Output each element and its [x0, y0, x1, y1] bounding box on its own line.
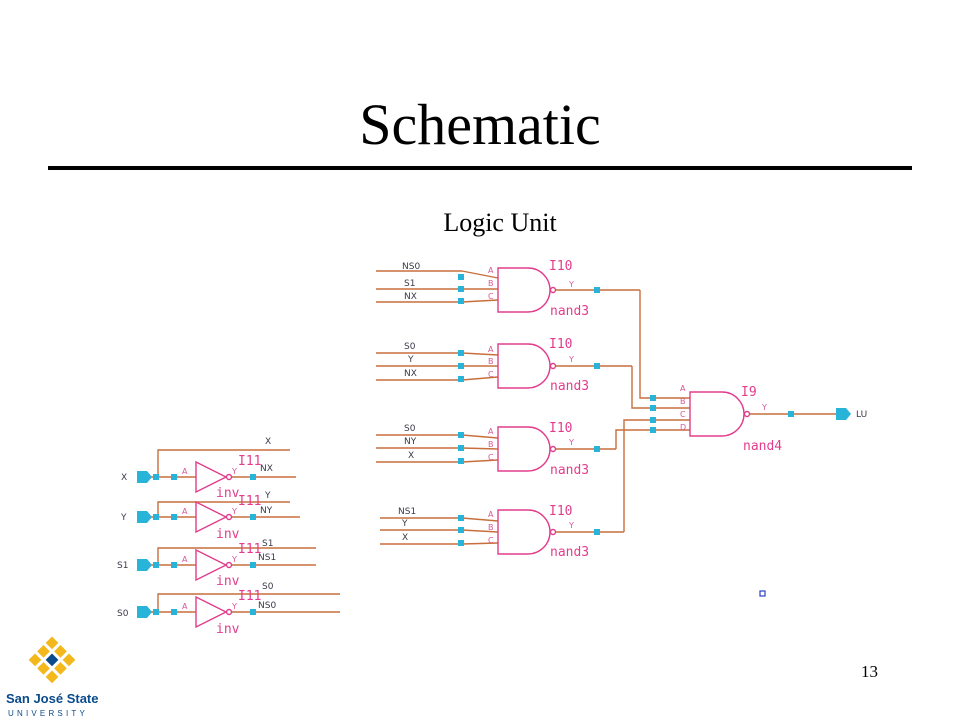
selection-marker [759, 590, 766, 597]
net-label: X [408, 451, 414, 461]
net-label: S1 [404, 279, 415, 289]
instance-label: I11 [238, 589, 261, 604]
title-divider [48, 166, 912, 170]
output-port-icon [836, 408, 851, 420]
pin-label: A [488, 266, 494, 275]
pin-label: A [488, 345, 494, 354]
output-net-label: LU [856, 410, 867, 420]
pin-label: D [680, 423, 686, 432]
net-label: NS0 [258, 601, 276, 611]
cell-label: nand4 [743, 439, 782, 454]
pin-label: A [182, 602, 188, 611]
logo-subtitle: UNIVERSITY [8, 709, 88, 718]
net-label: NY [260, 506, 273, 516]
net-label: NX [404, 292, 417, 302]
instance-label: I11 [238, 542, 261, 557]
cell-label: inv [216, 486, 240, 501]
pin-label: Y [761, 403, 767, 412]
cell-label: nand3 [550, 304, 589, 319]
input-port-label: S0 [117, 609, 129, 619]
cell-label: inv [216, 574, 240, 589]
pin-label: B [488, 523, 494, 532]
net-label: NS1 [398, 507, 416, 517]
net-label: X [402, 533, 408, 543]
instance-label: I10 [549, 504, 572, 519]
pin-label: A [488, 510, 494, 519]
nand4-gate: A B C D Y I9 nand4 LU [680, 384, 867, 597]
net-label: NS1 [258, 553, 276, 563]
pin-label: B [488, 440, 494, 449]
net-label: X [265, 437, 271, 447]
input-port-label: X [121, 473, 127, 483]
nand4-input-routing [615, 290, 690, 532]
inverter-3: S1 S1 NS1 A Y I11 inv [117, 539, 316, 589]
pin-label: Y [231, 555, 237, 564]
net-label: NS0 [402, 262, 420, 272]
pin-label: B [488, 357, 494, 366]
pin-label: Y [568, 280, 574, 289]
net-label: Y [264, 491, 271, 501]
net-label: Y [407, 355, 414, 365]
pin-label: Y [231, 467, 237, 476]
instance-label: I10 [549, 421, 572, 436]
pin-label: C [680, 410, 686, 419]
net-label: NX [260, 464, 273, 474]
nand3-gate-4: NS1 Y X A B C Y I10 nand3 [380, 504, 624, 560]
instance-label: I10 [549, 337, 572, 352]
logo-name: San José State [6, 691, 99, 706]
cell-label: inv [216, 622, 240, 637]
instance-label: I11 [238, 454, 261, 469]
pin-label: A [182, 555, 188, 564]
pin-label: B [488, 279, 494, 288]
input-port-label: S1 [117, 561, 128, 571]
inverter-1: X X NX A Y I11 inv [121, 437, 296, 501]
net-label: S1 [262, 539, 273, 549]
inverter-4: S0 S0 NS0 A Y I11 inv [117, 582, 340, 637]
instance-label: I11 [238, 494, 261, 509]
pin-label: C [488, 370, 494, 379]
input-port-icon [137, 606, 152, 618]
instance-label: I10 [549, 259, 572, 274]
net-label: NX [404, 369, 417, 379]
pin-label: C [488, 536, 494, 545]
pin-label: A [680, 384, 686, 393]
input-port-icon [137, 471, 152, 483]
page-number: 13 [861, 662, 878, 681]
pin-label: Y [568, 521, 574, 530]
nand3-gate-2: S0 Y NX A B C Y I10 nand3 [376, 337, 632, 394]
net-label: S0 [404, 424, 416, 434]
pin-label: Y [568, 355, 574, 364]
net-label: Y [401, 519, 408, 529]
net-label: S0 [404, 342, 416, 352]
net-label: S0 [262, 582, 274, 592]
pin-label: A [182, 507, 188, 516]
pin-label: Y [568, 438, 574, 447]
pin-label: A [488, 427, 494, 436]
pin-label: B [680, 397, 686, 406]
slide-title: Schematic [359, 92, 601, 157]
input-port-icon [137, 559, 152, 571]
cell-label: nand3 [550, 379, 589, 394]
cell-label: nand3 [550, 545, 589, 560]
pin-label: Y [231, 507, 237, 516]
pin-label: Y [231, 602, 237, 611]
nand3-gate-3: S0 NY X A B C Y I10 nand3 [376, 421, 616, 478]
input-port-label: Y [120, 513, 127, 523]
pin-label: A [182, 467, 188, 476]
net-label: NY [404, 437, 417, 447]
cell-label: inv [216, 527, 240, 542]
inverter-2: Y Y NY A Y I11 inv [120, 491, 300, 542]
nand3-gate-1: NS0 S1 NX A B C Y I10 nand3 [376, 259, 640, 319]
diagram-subtitle: Logic Unit [443, 208, 557, 237]
logo-mark-icon [28, 636, 76, 684]
cell-label: nand3 [550, 463, 589, 478]
instance-label: I9 [741, 385, 757, 400]
input-port-icon [137, 511, 152, 523]
pin-label: C [488, 453, 494, 462]
pin-label: C [488, 292, 494, 301]
university-logo: San José State UNIVERSITY [6, 636, 99, 718]
